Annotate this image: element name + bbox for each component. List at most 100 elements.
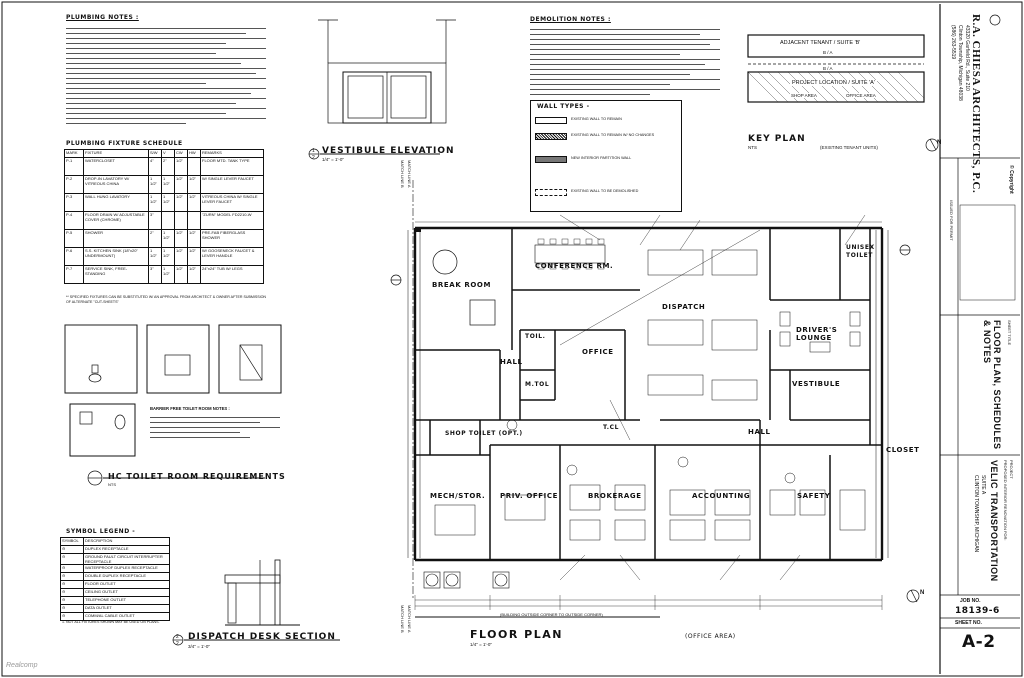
vestibule-sheet-num: 2 (312, 155, 315, 161)
key-plan-ba-lower: B / A (823, 66, 833, 71)
legend-symbol-icon: ⊖ (60, 596, 84, 605)
legend-row: ⊖COMM/AL CABLE OUTLET (60, 612, 170, 621)
wall-type-swatch (535, 117, 567, 124)
wall-type-label: EXISTING WALL TO BE DEMOLISHED (571, 189, 639, 193)
room-vestibule: VESTIBULE (792, 380, 841, 388)
room-break-room: BREAK ROOM (432, 281, 492, 289)
schedule-cell-fixture: DROP-IN LAVATORY W/ VITREOUS CHINA (83, 175, 149, 194)
schedule-cell-sw: 1 1/2" (148, 193, 162, 212)
copyright-label: © Copyright (1008, 165, 1014, 194)
project-label: PROJECT (1009, 460, 1014, 479)
schedule-cell-sw: 3" (148, 265, 162, 284)
dispatch-desk-title: DISPATCH DESK SECTION (188, 632, 336, 642)
schedule-cell-remarks: VITREOUS CHINA W/ SINGLE LEVER FAUCET (200, 193, 264, 212)
room-dispatch: DISPATCH (662, 303, 706, 311)
firm-city: Clinton Township, Michigan 48038 (957, 25, 963, 101)
schedule-cell-fixture: S.S. KITCHEN SINK (18"x20" UNDERMOUNT) (83, 247, 149, 266)
legend-row: ⊖WATERPROOF DUPLEX RECEPTACLE (60, 564, 170, 573)
room-mech-stor: MECH/STOR. (430, 492, 486, 500)
schedule-cell-mark: P-4 (64, 211, 84, 230)
wall-type-label: NEW INTERIOR PARTITION WALL (571, 156, 632, 160)
legend-description: DOUBLE DUPLEX RECEPTACLE (83, 572, 170, 581)
room-unisex-toilet: UNISEX TOILET (846, 244, 875, 259)
wall-type-swatch (535, 156, 567, 163)
schedule-cell-v: 1 1/2" (161, 247, 175, 266)
col-header: SYMBOL (60, 537, 84, 546)
schedule-cell-cw: 1/2" (174, 175, 188, 194)
legend-header-row: SYMBOL DESCRIPTION (60, 537, 170, 546)
schedule-cell-hw: 1/2" (187, 193, 201, 212)
wall-types-title: WALL TYPES - (537, 103, 590, 110)
north-arrow-icon: N (937, 140, 942, 146)
schedule-cell-remarks: W/ GOOSENECK FAUCET & LEVER HANDLE (200, 247, 264, 266)
schedule-cell-remarks: "ZURN" MODEL FD2210-W (200, 211, 264, 230)
schedule-cell-sw: 2" (148, 229, 162, 248)
schedule-cell-mark: P-7 (64, 265, 84, 284)
legend-description: DATA OUTLET (83, 604, 170, 613)
legend-symbol-icon: ⊖ (60, 564, 84, 573)
key-plan-office: OFFICE AREA (845, 93, 877, 98)
schedule-cell-fixture: WATERCLOSET (83, 157, 149, 176)
watermark-logo: Realcomp (6, 662, 38, 669)
schedule-cell-fixture: SERVICE SINK, FREE-STANDING (83, 265, 149, 284)
hc-toilet-scale: NTS (108, 482, 116, 487)
schedule-cell-mark: P-5 (64, 229, 84, 248)
room-conference: CONFERENCE RM. (535, 262, 614, 270)
col-header: MARK (64, 149, 84, 158)
match-line-label: MATCH LINE A (407, 160, 412, 188)
col-header: REMARKS (200, 149, 264, 158)
room-accounting: ACCOUNTING (692, 492, 751, 500)
sheet-no-label: SHEET NO. (955, 620, 982, 626)
project-desc: PROPOSED INTERIOR RENOVATION FOR: (1003, 460, 1008, 541)
legend-description: WATERPROOF DUPLEX RECEPTACLE (83, 564, 170, 573)
key-plan-scale: NTS (748, 145, 757, 150)
demolition-notes-body (530, 25, 720, 96)
schedule-cell-sw: 1 1/2" (148, 247, 162, 266)
schedule-cell-v: 1 1/2" (161, 193, 175, 212)
legend-description: COMM/AL CABLE OUTLET (83, 612, 170, 621)
room-office: OFFICE (582, 348, 614, 356)
room-closet: CLOSET (886, 446, 920, 454)
legend-description: DUPLEX RECEPTACLE (83, 545, 170, 554)
schedule-cell-cw: 1/2" (174, 229, 188, 248)
schedule-cell-sw: 3" (148, 211, 162, 230)
schedule-cell-hw: 1/2" (187, 229, 201, 248)
north-arrow-icon: N (920, 590, 925, 596)
legend-description: TELEPHONE OUTLET (83, 596, 170, 605)
dispatch-desk-scale: 3/4" = 1'-0" (188, 644, 210, 649)
floor-plan-title: FLOOR PLAN (470, 628, 563, 641)
legend-row: ⊖GROUND FAULT CIRCUIT INTERRUPTER RECEPT… (60, 553, 170, 565)
schedule-cell-v: 1 1/2" (161, 175, 175, 194)
legend-row: ⊖DUPLEX RECEPTACLE (60, 545, 170, 554)
legend-body: ⊖DUPLEX RECEPTACLE⊖GROUND FAULT CIRCUIT … (60, 545, 170, 621)
dispatch-detail-num: 2 (176, 634, 179, 640)
schedule-cell-mark: P-2 (64, 175, 84, 194)
hc-toilet-title: HC TOILET ROOM REQUIREMENTS (108, 472, 286, 481)
plumbing-notes-body (66, 24, 266, 125)
schedule-cell-mark: P-6 (64, 247, 84, 266)
wall-type-label: EXISTING WALL TO REMAIN (571, 117, 622, 121)
firm-phone: (586) 263-5519 (950, 25, 956, 60)
col-header: FIXTURE (83, 149, 149, 158)
legend-row: ⊖TELEPHONE OUTLET (60, 596, 170, 605)
legend-row: ⊖DATA OUTLET (60, 604, 170, 613)
legend-symbol-icon: ⊖ (60, 553, 84, 565)
sheet-title: FLOOR PLAN, SCHEDULES & NOTES (982, 320, 1002, 450)
symbol-legend-table: SYMBOL DESCRIPTION ⊖DUPLEX RECEPTACLE⊖GR… (60, 537, 170, 621)
key-plan-ba-upper: B / A (823, 50, 833, 55)
schedule-cell-mark: P-3 (64, 193, 84, 212)
col-header: S/W (148, 149, 162, 158)
schedule-cell-cw: 1/2" (174, 157, 188, 176)
room-brokerage: BROKERAGE (588, 492, 642, 500)
legend-symbol-icon: ⊖ (60, 545, 84, 554)
wall-type-label: EXISTING WALL TO REMAIN W/ NO CHANGES (571, 133, 655, 137)
schedule-cell-cw: 1/2" (174, 247, 188, 266)
